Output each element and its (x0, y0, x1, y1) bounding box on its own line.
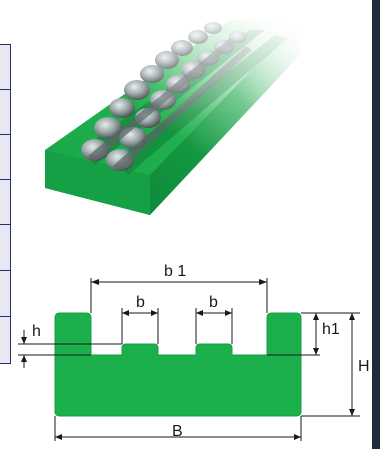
profile-cross-section (54, 312, 302, 417)
table-row-divider (0, 224, 10, 225)
label-h: h (32, 323, 41, 340)
table-row-divider (0, 179, 10, 180)
chain-guide-photo (40, 10, 310, 220)
table-row-divider (0, 134, 10, 135)
page-edge-strip (372, 0, 380, 449)
label-b1: b 1 (164, 263, 186, 280)
dimension-lines (18, 278, 360, 441)
label-h1: h1 (322, 321, 340, 338)
spec-table-edge (0, 44, 11, 364)
label-b-left: b (136, 294, 145, 311)
table-row-divider (0, 316, 10, 317)
label-B: B (172, 423, 183, 440)
label-H: H (358, 358, 370, 375)
table-row-divider (0, 270, 10, 271)
label-b-right: b (209, 294, 218, 311)
table-row-divider (0, 89, 10, 90)
dimension-arrows (21, 279, 355, 440)
